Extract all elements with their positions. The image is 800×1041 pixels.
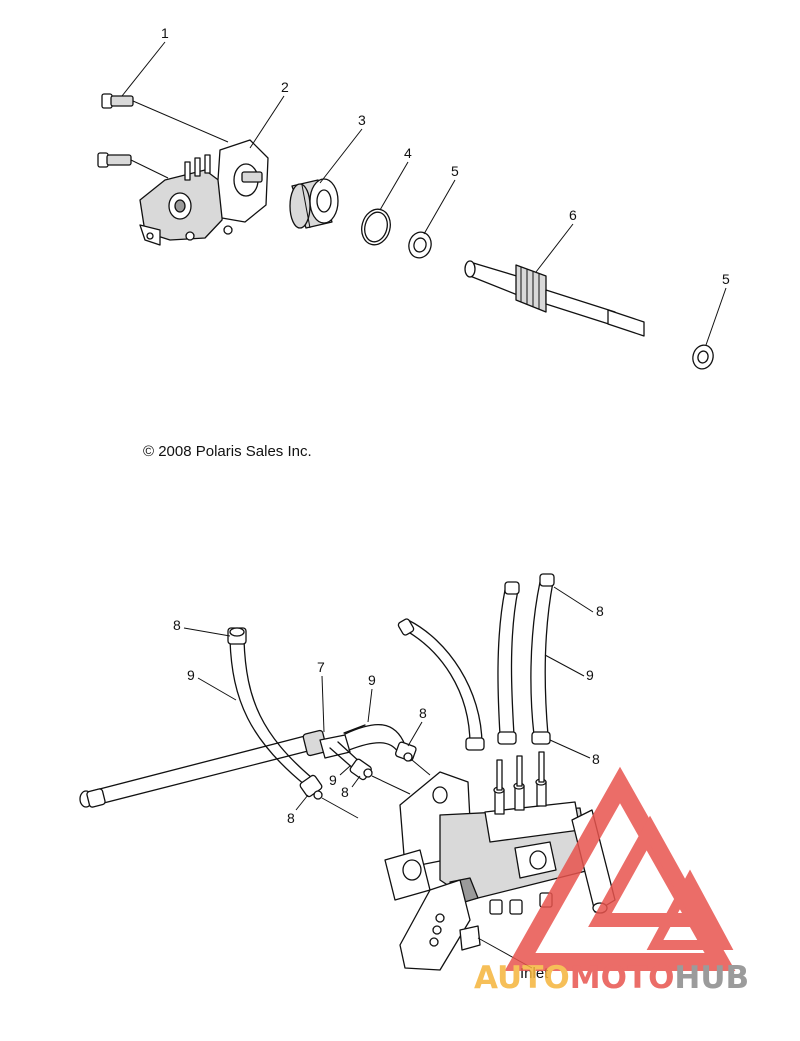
watermark-auto: AUTO [474,960,570,996]
washer-upper [408,231,432,259]
hose-long [79,735,309,808]
callout-8-lower-right: 8 [592,751,600,767]
callout-8-top-left: 8 [173,617,181,633]
oil-pump-assembly [384,751,616,971]
callout-2: 2 [281,79,289,95]
seal [289,178,339,229]
hose-vertical-right [530,573,555,745]
oil-pump-body [139,139,269,246]
washer-lower [692,344,714,370]
callout-4: 4 [404,145,412,161]
callout-5-upper: 5 [451,163,459,179]
hose-vertical-mid [497,581,520,745]
callout-8-lower-left: 8 [287,810,295,826]
bottom-assembly: 8 9 7 9 8 9 8 8 8 9 8 Inlet [79,573,616,982]
callout-9-mid: 9 [329,772,337,788]
callout-8-upper: 8 [419,705,427,721]
callout-8-top-right: 8 [596,603,604,619]
bolt-lower [97,152,169,179]
hose-arc-left [397,618,485,751]
watermark-hub: HUB [674,960,749,996]
callout-5-lower: 5 [722,271,730,287]
hose-short [329,741,411,795]
o-ring [361,208,391,246]
watermark-logo: AUTOMOTOHUB [474,766,749,996]
callout-7: 7 [317,659,325,675]
tee-fitting [302,723,406,759]
callout-9-right: 9 [586,667,594,683]
fitting-near-pump [395,741,431,776]
top-assembly: 1 2 3 4 5 6 5 © 2008 Polaris Sales Inc. [97,25,730,460]
watermark-triangle-icon [504,766,736,971]
watermark-moto: MOTO [570,960,675,996]
callout-9-upper: 9 [368,672,376,688]
callout-9-left: 9 [187,667,195,683]
drive-shaft [464,260,645,337]
hose-curved-left [227,627,359,819]
callout-6: 6 [569,207,577,223]
watermark-text: AUTOMOTOHUB [474,960,749,996]
callout-8-mid: 8 [341,784,349,800]
copyright-notice: © 2008 Polaris Sales Inc. [143,443,312,460]
bolt-upper [101,93,229,143]
callout-1: 1 [161,25,169,41]
callout-3: 3 [358,112,366,128]
